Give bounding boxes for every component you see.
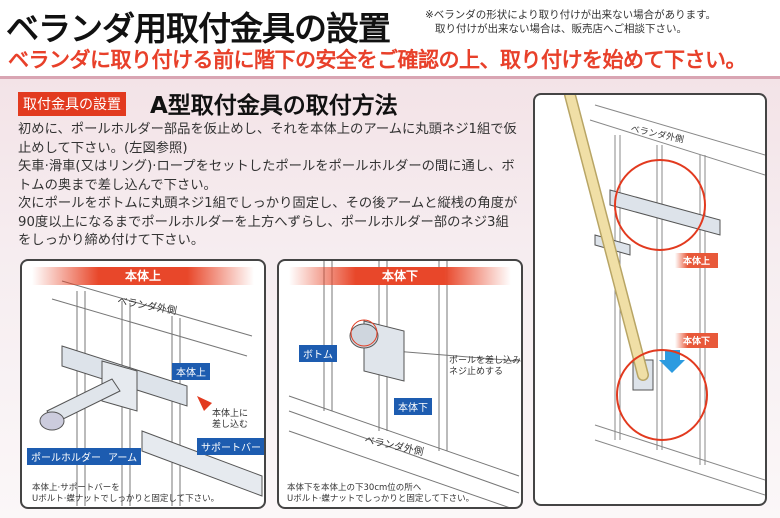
support-bar-label: サポートバー (197, 438, 264, 455)
section-title: A型取付金具の取付方法 (150, 93, 398, 119)
bottom-label: ボトム (299, 345, 337, 362)
lower-mount-illustration (288, 261, 520, 507)
instruction-paragraph: 矢車·滑車(又はリング)·ロープをセットしたポールをポールホルダーの間に通し、ボ… (18, 159, 515, 193)
insert-note: 本体上に差し込む (212, 409, 248, 431)
note-line: ネジ止めする (449, 367, 504, 377)
upper-mount-illustration (39, 280, 263, 506)
caption-line: 本体下を本体上の下30cm位の所へ (287, 483, 422, 493)
caption-line: Uボルト·蝶ナットでしっかりと固定して下さい。 (32, 494, 220, 504)
instruction-paragraph: 初めに、ポールホルダー部品を仮止めし、それを本体上のアームに丸頭ネジ1組で仮止め… (18, 122, 517, 156)
upper-tag: 本体上 (675, 253, 719, 268)
body-upper-label: 本体上 (172, 363, 210, 380)
upper-ribbon: 本体上 (32, 267, 254, 285)
upper-mount-panel: 本体上 ベランダ外側 本体上 本体上に差し込む サポートバー ポールホルダー ア… (20, 259, 266, 509)
section-badge: 取付金具の設置 (18, 92, 126, 116)
availability-note: ※ベランダの形状により取り付けが出来ない場合があります。 取り付けが出来ない場合… (425, 8, 716, 36)
pole-holder-label: ポールホルダー (27, 448, 105, 465)
note-line: ポールを差し込み (449, 356, 522, 366)
note-line: 本体上に (212, 409, 249, 419)
safety-warning: ベランダに取り付ける前に階下の安全をご確認の上、取り付けを始めて下さい。 (8, 48, 747, 72)
caption-line: Uボルト·蝶ナットでしっかりと固定して下さい。 (287, 494, 475, 504)
page-title: ベランダ用取付金具の設置 (6, 9, 391, 48)
note-line: 差し込む (212, 420, 249, 430)
body-lower-label: 本体下 (394, 398, 432, 415)
overview-illustration (564, 95, 765, 496)
caption-line: 本体上·サポートバーを (32, 483, 120, 493)
instructions: 初めに、ポールホルダー部品を仮止めし、それを本体上のアームに丸頭ネジ1組で仮止め… (18, 121, 518, 251)
insert-note: ポールを差し込みネジ止めする (449, 356, 521, 378)
lower-tag: 本体下 (675, 333, 719, 348)
overview-panel: ベランダ外側 本体上 本体下 (533, 93, 767, 506)
arm-label: アーム (104, 448, 142, 465)
lower-mount-panel: 本体下 ボトム ポールを差し込みネジ止めする 本体下 ベランダ外側 本体下を本体… (277, 259, 523, 509)
lower-ribbon: 本体下 (289, 267, 511, 285)
note-line: 取り付けが出来ない場合は、販売店へご相談下さい。 (435, 23, 687, 35)
instruction-paragraph: 次にポールをボトムに丸頭ネジ1組でしっかり固定し、その後アームと縦桟の角度が90… (18, 196, 518, 248)
note-line: ※ベランダの形状により取り付けが出来ない場合があります。 (425, 9, 717, 21)
